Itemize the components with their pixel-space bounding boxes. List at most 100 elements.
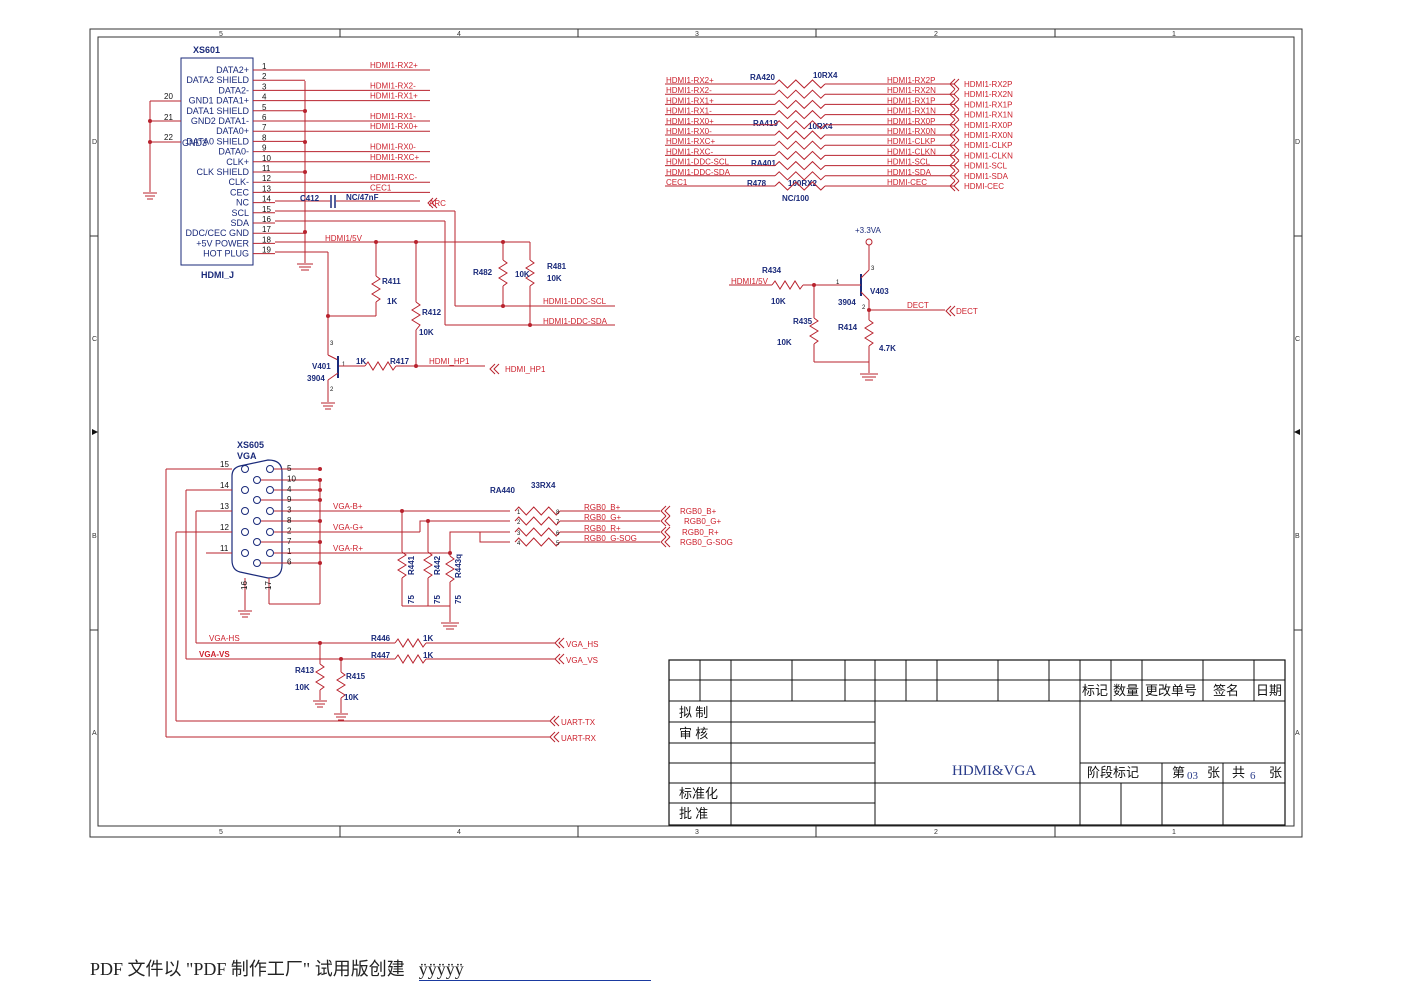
vga-bottom-pin: 17: [264, 581, 273, 590]
hdmi-pin-label: +5V POWER: [196, 238, 249, 248]
hdmi-net-port[interactable]: HDMI1-CLKP: [964, 141, 1012, 150]
rgb-port[interactable]: RGB0_G-SOG: [680, 538, 733, 547]
ra440-pin: 4: [517, 541, 521, 547]
hdmi-hp-port[interactable]: HDMI_HP1: [505, 365, 546, 374]
vga-hs-port[interactable]: VGA_HS: [566, 640, 598, 649]
vga-connector-ref: XS605: [237, 440, 264, 450]
hdmi-pin-number: 1: [262, 62, 267, 71]
hdmi-pin-number: 8: [262, 133, 267, 142]
hdmi-pin-number: 15: [262, 205, 271, 214]
hdmi-net-port[interactable]: HDMI1-RX2P: [964, 80, 1012, 89]
rpack-left-net: CEC1: [666, 178, 688, 187]
r434-value: 10K: [771, 297, 786, 306]
rgb-port[interactable]: RGB0_R+: [682, 528, 719, 537]
rgb-net-label: RGB0_B+: [584, 503, 621, 512]
hdmi-net-port[interactable]: HDMI1-SCL: [964, 162, 1008, 171]
hdmi-pin-number: 5: [262, 103, 267, 112]
hdmi-pin-label: CLK+: [226, 157, 249, 167]
hdmi-pin-number: 17: [262, 225, 271, 234]
hdmi-pin-number: 2: [262, 72, 267, 81]
rpack-left-net: HDMI1-RXC-: [666, 147, 713, 156]
r481-ref: R481: [547, 262, 567, 271]
rpack-right-net: HDMI1-RX0N: [887, 127, 936, 136]
vga-pin-number: 7: [287, 537, 292, 546]
col-label-bottom: 2: [934, 829, 938, 836]
uart-rx-port[interactable]: UART-RX: [561, 734, 597, 743]
vga-r-net: VGA-R+: [333, 544, 363, 553]
hdmi-series-resistor-packs: RA420 10RX4 RA419 10RX4 RA401 100RX2 R47…: [665, 71, 1013, 203]
ground-symbol: [297, 263, 313, 271]
rpack-right-net: HDMI1-RX2N: [887, 86, 936, 95]
c412-ref: C412: [300, 194, 320, 203]
vga-pin: [266, 486, 274, 494]
rpack-right-net: HDMI1-RX0P: [887, 117, 935, 126]
stage-label: 阶段标记: [1087, 765, 1139, 780]
hdmi-net-port[interactable]: HDMI1-RX2N: [964, 90, 1013, 99]
hdmi-net-port[interactable]: HDMI-CEC: [964, 182, 1004, 191]
col-label-top: 3: [695, 31, 699, 38]
dect-port[interactable]: DECT: [956, 307, 978, 316]
col-label-top: 4: [457, 31, 461, 38]
v403-pin: 3: [871, 266, 875, 272]
vga-pin-number: 4: [287, 485, 292, 494]
v401-pin: 2: [330, 387, 334, 393]
vga-pin-number: 14: [220, 481, 229, 490]
hdmi-pin-number: 19: [262, 246, 271, 255]
sheet-prefix: 第: [1172, 765, 1185, 780]
vga-pin: [253, 559, 261, 567]
rpack-left-net: HDMI1-RX2-: [666, 86, 712, 95]
hdmi-pin-label: HOT PLUG: [203, 249, 249, 259]
ground-symbol: [334, 713, 348, 721]
hdmi-pin-number: 7: [262, 123, 267, 132]
r443q-ref: R443q: [454, 554, 463, 578]
r442-value: 75: [433, 595, 442, 604]
uart-tx-port[interactable]: UART-TX: [561, 718, 596, 727]
hdmi-net-port[interactable]: HDMI1-RX1P: [964, 100, 1012, 109]
rpack-left-net: HDMI1-RX1+: [666, 96, 714, 105]
rpack-right-net: HDMI1-RX1N: [887, 107, 936, 116]
v403-part: 3904: [838, 298, 856, 307]
r443q-value: 75: [454, 595, 463, 604]
vga-pin: [266, 465, 274, 473]
col-label-bottom: 4: [457, 829, 461, 836]
vga-pin-number: 10: [287, 474, 296, 483]
col-label-top: 2: [934, 31, 938, 38]
r417-value: 1K: [356, 357, 366, 366]
arc-port[interactable]: ARC: [429, 199, 446, 208]
rpack-right-net: HDMI1-CLKP: [887, 137, 935, 146]
hdmi-connector-xs601: XS601 HDMI_J DATA2+DATA2 SHIELDDATA2-GND…: [143, 45, 430, 280]
hdmi-net-port[interactable]: HDMI1-SDA: [964, 172, 1009, 181]
r441-value: 75: [407, 595, 416, 604]
vga-vs-port[interactable]: VGA_VS: [566, 656, 598, 665]
vga-pin-number: 11: [220, 544, 229, 553]
drawing-title: HDMI&VGA: [952, 763, 1036, 779]
ddc-sda-net: HDMI1-DDC-SDA: [543, 317, 608, 326]
hdmi-net-label: HDMI1-RX0+: [370, 122, 418, 131]
rgb-port[interactable]: RGB0_B+: [680, 507, 717, 516]
hdmi-net-port[interactable]: HDMI1-RX0N: [964, 131, 1013, 140]
hdmi-net-port[interactable]: HDMI1-RX0P: [964, 121, 1012, 130]
hdmi-net-port[interactable]: HDMI1-CLKN: [964, 151, 1013, 160]
col-label-bottom: 5: [219, 829, 223, 836]
hdmi-pin-label: SDA: [230, 218, 249, 228]
hdmi-pin-label: GND1 DATA1+: [189, 96, 249, 106]
vga-pin: [253, 476, 261, 484]
r415-ref: R415: [346, 672, 366, 681]
hdmi-net-label: HDMI1-RXC-: [370, 173, 417, 182]
footer-link[interactable]: ÿÿÿÿÿ: [418, 959, 651, 981]
rpack-left-net: HDMI1-RX2+: [666, 76, 714, 85]
hdmi-pin-label: CLK-: [228, 177, 249, 187]
hdmi-net-label: HDMI1-RX1+: [370, 92, 418, 101]
hdmi-net-label: HDMI1-RXC+: [370, 153, 419, 162]
hdmi-net-port[interactable]: HDMI1-RX1N: [964, 111, 1013, 120]
supply-3v3a: +3.3VA: [855, 226, 882, 235]
row-label-left: A: [92, 730, 97, 737]
ra420-ref: RA420: [750, 73, 775, 82]
ground-symbol: [143, 192, 157, 200]
hdmi-5v-net: HDMI1/5V: [325, 234, 363, 243]
rgb-port[interactable]: RGB0_G+: [684, 517, 721, 526]
detect-input-net: HDMI1/5V: [731, 277, 769, 286]
col-label-bottom: 3: [695, 829, 699, 836]
hdmi-gnd-pin: 21: [164, 113, 173, 122]
hdmi-pin-number: 3: [262, 82, 267, 91]
